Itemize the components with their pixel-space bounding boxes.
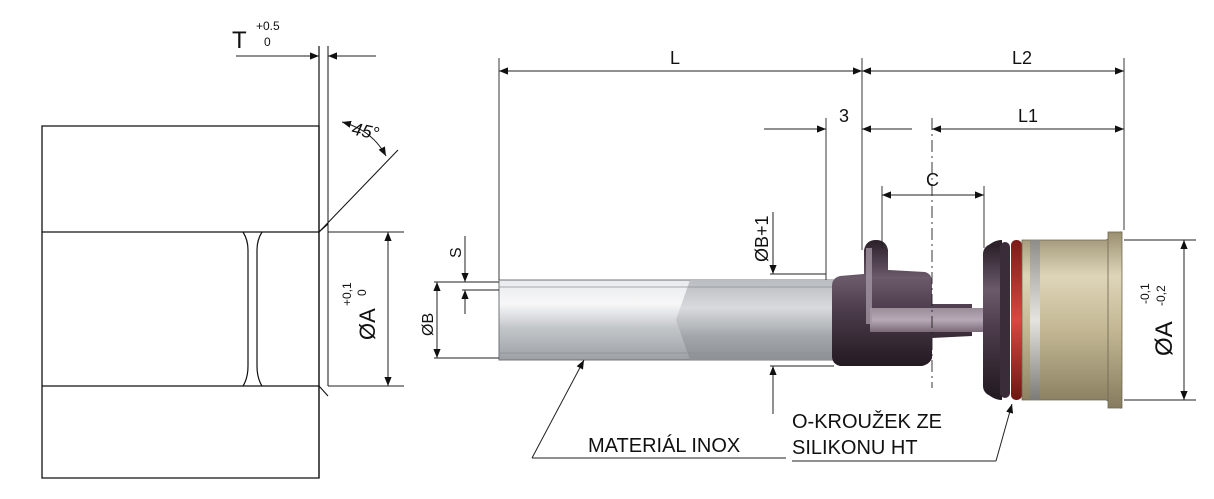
red-o-ring <box>1011 240 1022 400</box>
label-da-right-tol-upper: -0,1 <box>1138 283 1152 304</box>
dimension-db1: ØB+1 <box>752 212 777 414</box>
label-l1: L1 <box>1018 106 1038 126</box>
label-da-right: ØA <box>1151 321 1178 356</box>
label-t-tol-upper: +0.5 <box>256 19 280 33</box>
label-t: T <box>232 27 247 54</box>
dimension-3: 3 <box>764 106 912 133</box>
dimension-l: L <box>499 48 862 75</box>
leader-material <box>531 359 786 459</box>
note-material: MATERIÁL INOX <box>588 434 740 457</box>
dimension-c: C <box>882 170 984 199</box>
dimension-s: S <box>448 236 499 314</box>
label-l2: L2 <box>1012 48 1032 68</box>
label-c: C <box>926 170 939 190</box>
dimension-l1: L1 <box>932 106 1124 133</box>
label-db: ØB <box>420 313 437 336</box>
label-angle: 45° <box>350 119 381 144</box>
dimension-l2: L2 <box>862 48 1124 75</box>
label-da-left-tol-upper: +0,1 <box>340 282 354 306</box>
label-da-left: ØA <box>355 308 380 340</box>
label-3: 3 <box>839 106 849 126</box>
note-o-ring-line1: O-KROUŽEK ZE <box>792 410 942 433</box>
dimension-da-left: ØA +0,1 0 <box>328 231 404 387</box>
label-l: L <box>670 48 680 68</box>
note-o-ring-line2: SILIKONU HT <box>792 437 918 459</box>
left-sectional-view <box>41 46 399 479</box>
dimension-t: T +0.5 0 <box>232 19 376 60</box>
label-db1: ØB+1 <box>752 215 772 262</box>
label-da-right-tol-lower: -0,2 <box>1154 285 1168 306</box>
leader-o-ring <box>792 403 1014 462</box>
right-part-view <box>498 231 1123 409</box>
body <box>832 240 972 366</box>
label-t-tol-lower: 0 <box>264 35 271 49</box>
dimension-da-right: ØA -0,1 -0,2 <box>1138 240 1188 400</box>
label-da-left-tol-lower: 0 <box>355 289 369 296</box>
extension-lines <box>434 58 1196 401</box>
dimension-db: ØB <box>420 282 441 358</box>
label-s: S <box>448 247 465 258</box>
